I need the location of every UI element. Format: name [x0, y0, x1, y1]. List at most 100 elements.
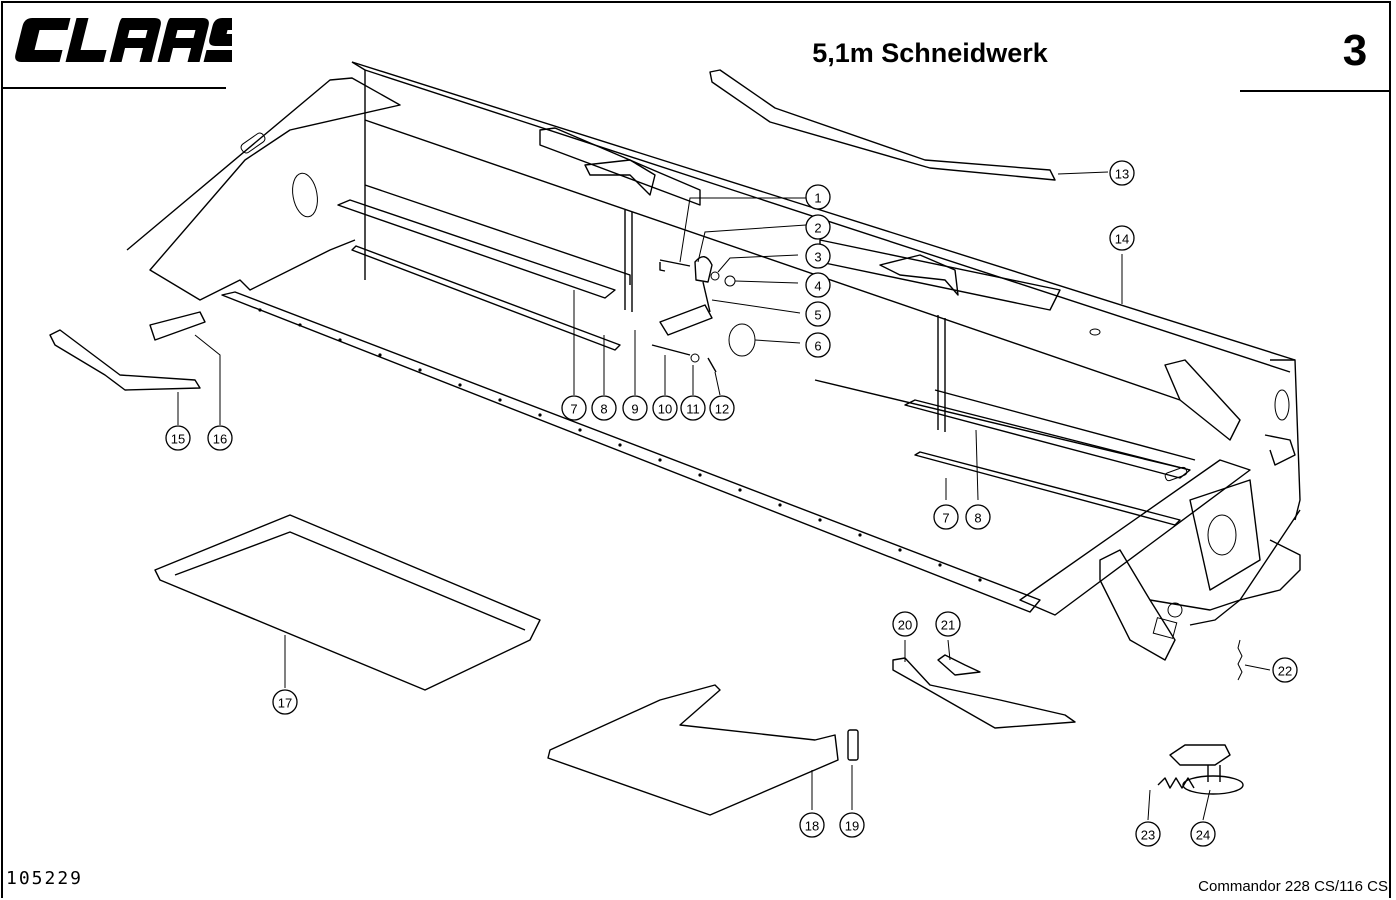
part-callout-circle — [799, 812, 825, 838]
part-callout-circle — [933, 504, 959, 530]
part-callout-circle — [1272, 657, 1298, 683]
left-skid-drawing — [49, 311, 206, 391]
part-callout-15: 15 — [165, 425, 191, 451]
part-number-label: 7 — [942, 511, 949, 526]
fastener-hardware-drawing — [651, 256, 756, 373]
part-number-label: 2 — [814, 221, 821, 236]
logo-underline — [2, 87, 226, 89]
part-callout-circle — [805, 184, 831, 210]
part-callout-20: 20 — [892, 611, 918, 637]
claas-logo — [15, 18, 232, 62]
part-callout-17: 17 — [272, 689, 298, 715]
drawing-number: 105229 — [6, 868, 84, 889]
part-callout-circle — [207, 425, 233, 451]
part-callout-circle — [1135, 821, 1161, 847]
part-callout-circle — [709, 395, 735, 421]
part-callout-circle — [892, 611, 918, 637]
part-number-label: 12 — [715, 402, 729, 417]
part-callout-circle — [591, 395, 617, 421]
side-tray-drawing — [547, 684, 839, 816]
section-number: 3 — [1342, 26, 1368, 75]
part-callout-circle — [1109, 160, 1135, 186]
part-callout-circle — [680, 395, 706, 421]
small-plate-drawing — [847, 729, 859, 761]
right-skid-drawing — [892, 654, 1076, 729]
part-number-label: 15 — [171, 432, 185, 447]
part-number-label: 18 — [805, 819, 819, 834]
part-callout-19: 19 — [839, 812, 865, 838]
part-number-label: 17 — [278, 696, 292, 711]
part-callout-1: 1 — [805, 184, 831, 210]
part-number-label: 4 — [814, 279, 821, 294]
lifter-base-drawing — [1169, 744, 1244, 795]
part-callout-circle — [839, 812, 865, 838]
part-callout-11: 11 — [680, 395, 706, 421]
part-callout-circle — [1190, 821, 1216, 847]
part-callout-circle — [965, 504, 991, 530]
part-callout-12: 12 — [709, 395, 735, 421]
part-callout-circle — [805, 214, 831, 240]
part-number-label: 8 — [974, 511, 981, 526]
part-number-label: 7 — [570, 402, 577, 417]
part-callout-14: 14 — [1109, 225, 1135, 251]
part-number-label: 24 — [1196, 828, 1210, 843]
part-callout-10: 10 — [652, 395, 678, 421]
part-callout-circle — [935, 611, 961, 637]
part-number-label: 22 — [1278, 664, 1292, 679]
part-callout-24: 24 — [1190, 821, 1216, 847]
part-callout-4: 4 — [805, 272, 831, 298]
part-callout-13: 13 — [1109, 160, 1135, 186]
section-underline — [1240, 90, 1390, 92]
part-callout-circle — [561, 395, 587, 421]
header-frame-drawing — [126, 61, 1301, 661]
part-callout-8: 8 — [591, 395, 617, 421]
part-callout-circle — [272, 689, 298, 715]
part-callout-circle — [805, 332, 831, 358]
part-number-label: 21 — [941, 618, 955, 633]
part-callout-18: 18 — [799, 812, 825, 838]
part-callout-6: 6 — [805, 332, 831, 358]
part-callout-5: 5 — [805, 301, 831, 327]
part-callout-23: 23 — [1135, 821, 1161, 847]
part-callout-circle — [165, 425, 191, 451]
part-callout-9: 9 — [622, 395, 648, 421]
part-number-label: 3 — [814, 250, 821, 265]
part-number-label: 16 — [213, 432, 227, 447]
part-callout-circle — [652, 395, 678, 421]
part-number-label: 5 — [814, 308, 821, 323]
part-number-label: 9 — [631, 402, 638, 417]
part-number-label: 20 — [898, 618, 912, 633]
part-callout-16: 16 — [207, 425, 233, 451]
part-number-label: 11 — [686, 402, 700, 417]
part-callout-8: 8 — [965, 504, 991, 530]
machine-model: Commandor 228 CS/116 CS — [1198, 878, 1388, 895]
part-callout-3: 3 — [805, 243, 831, 269]
part-callout-21: 21 — [935, 611, 961, 637]
leader-lines — [177, 171, 1271, 821]
part-callout-7: 7 — [561, 395, 587, 421]
part-callout-circle — [1109, 225, 1135, 251]
spring-drawing — [1157, 777, 1195, 789]
part-number-label: 8 — [600, 402, 607, 417]
part-callout-circle — [805, 301, 831, 327]
part-number-label: 19 — [845, 819, 859, 834]
part-number-label: 10 — [658, 402, 672, 417]
part-callout-circle — [622, 395, 648, 421]
part-callout-22: 22 — [1272, 657, 1298, 683]
part-callout-7: 7 — [933, 504, 959, 530]
part-number-label: 23 — [1141, 828, 1155, 843]
part-callout-circle — [805, 243, 831, 269]
crop-pan-drawing — [154, 514, 541, 691]
part-callout-circle — [805, 272, 831, 298]
chain-drawing — [1237, 639, 1243, 681]
page-title: 5,1m Schneidwerk — [812, 38, 1048, 68]
part-number-label: 6 — [814, 339, 821, 354]
top-cover-strip-drawing — [709, 69, 1056, 181]
part-number-label: 14 — [1115, 232, 1129, 247]
part-number-label: 1 — [814, 191, 821, 206]
part-number-label: 13 — [1115, 167, 1129, 182]
